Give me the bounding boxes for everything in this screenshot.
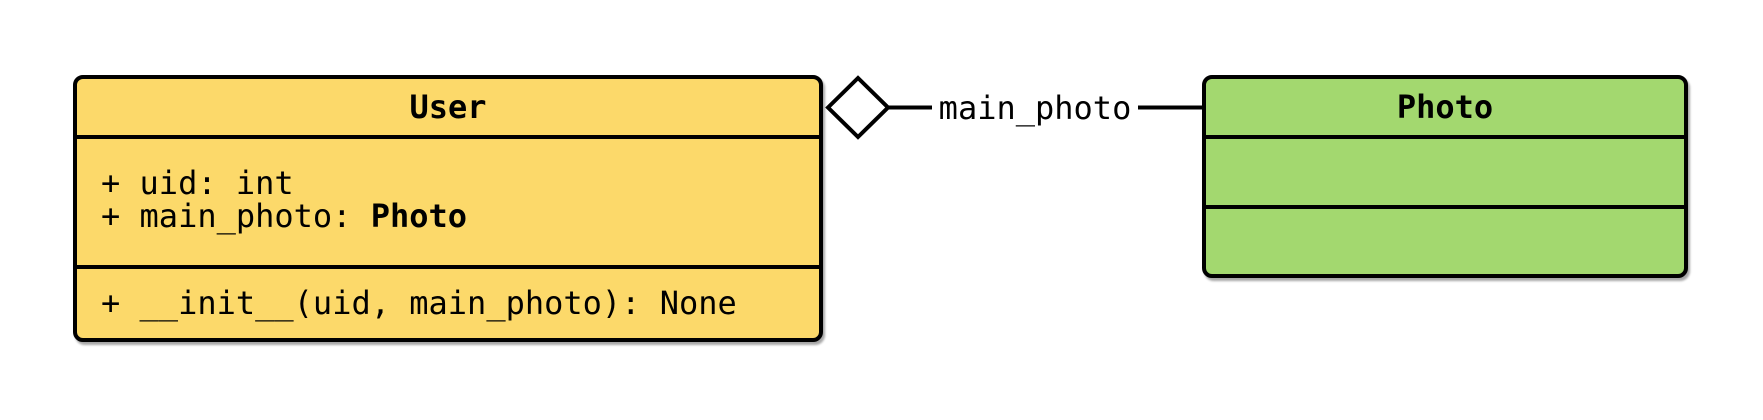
relation-connector: main_photo [825, 75, 1204, 140]
class-methods-user: + __init__(uid, main_photo): None [77, 269, 819, 338]
method-text: + __init__(uid, main_photo): None [101, 284, 737, 322]
class-attributes-photo [1206, 139, 1684, 209]
relation-label: main_photo [939, 89, 1132, 127]
class-title-photo: Photo [1206, 79, 1684, 139]
class-box-user: User + uid: int + main_photo: Photo + __… [73, 75, 823, 342]
attribute-row: + uid: int [101, 167, 819, 200]
method-row: + __init__(uid, main_photo): None [101, 287, 737, 320]
attribute-row: + main_photo: Photo [101, 200, 819, 233]
attribute-type: Photo [370, 197, 468, 235]
attribute-text: + uid: int [101, 164, 294, 202]
class-title-user: User [77, 79, 819, 139]
aggregation-diamond-icon [825, 75, 891, 140]
class-name-user: User [409, 88, 487, 126]
class-box-photo: Photo [1202, 75, 1688, 278]
class-methods-photo [1206, 209, 1684, 274]
class-name-photo: Photo [1396, 88, 1494, 126]
class-attributes-user: + uid: int + main_photo: Photo [77, 139, 819, 269]
attribute-text: + main_photo: [101, 197, 371, 235]
